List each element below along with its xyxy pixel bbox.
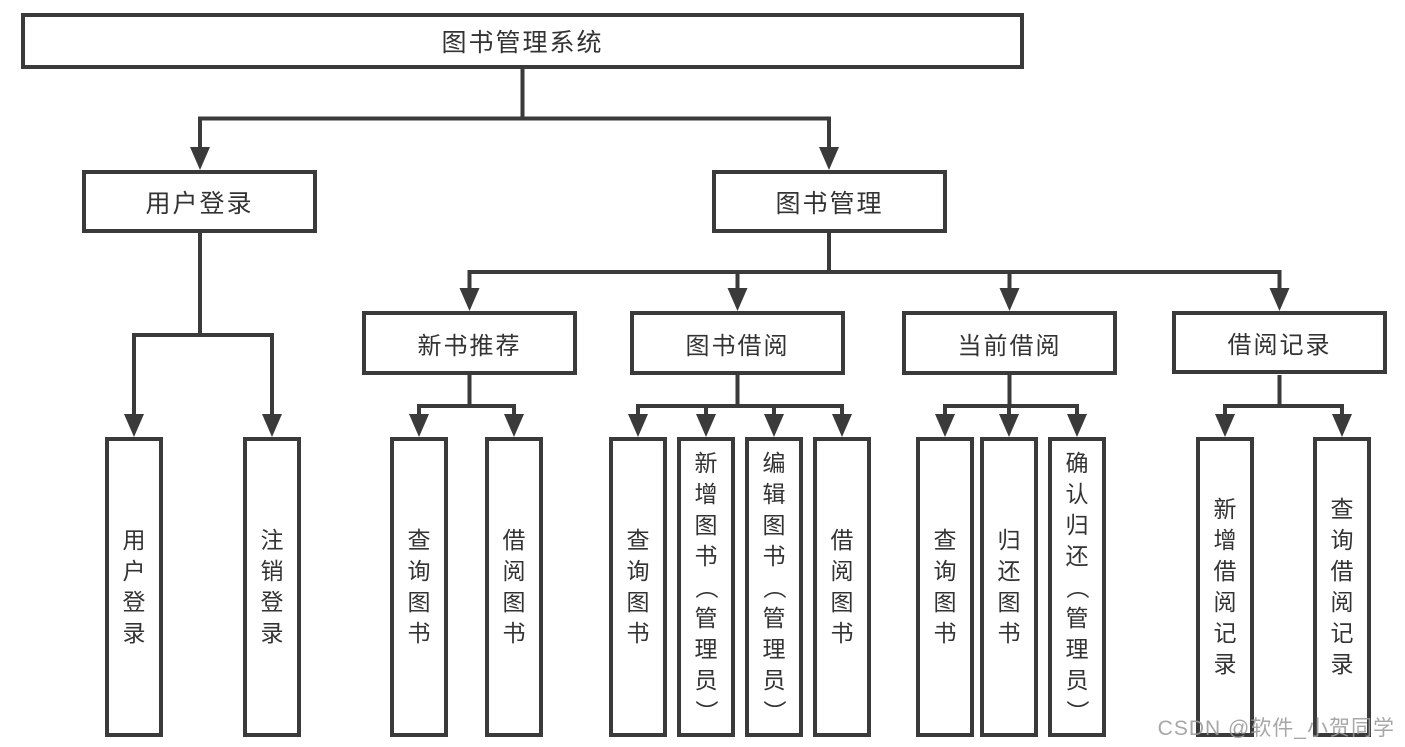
- arrowheads: [124, 147, 1352, 437]
- leaf-add-books-admin: 新增图书（管理员）: [677, 437, 735, 737]
- node-new-book-recommend: 新书推荐: [362, 311, 577, 375]
- leaf-return-books: 归还图书: [980, 437, 1038, 737]
- leaf-confirm-return-admin: 确认归还（管理员）: [1048, 437, 1106, 737]
- leaf-query-borrow-record: 查询借阅记录: [1313, 437, 1371, 737]
- leaf-logout: 注销登录: [243, 437, 301, 737]
- node-library-management-system: 图书管理系统: [21, 13, 1024, 69]
- node-book-management: 图书管理: [712, 170, 947, 233]
- node-borrow-records: 借阅记录: [1172, 311, 1387, 374]
- leaf-borrow-books: 借阅图书: [813, 437, 871, 737]
- leaf-edit-books-admin: 编辑图书（管理员）: [745, 437, 803, 737]
- csdn-watermark: CSDN @软件_小贺同学: [1157, 717, 1395, 740]
- leaf-query-books-current: 查询图书: [916, 437, 974, 737]
- node-user-login: 用户登录: [82, 170, 317, 233]
- leaf-borrow-books-recommend: 借阅图书: [485, 437, 543, 737]
- leaf-user-login: 用户登录: [105, 437, 163, 737]
- node-book-borrow: 图书借阅: [630, 311, 845, 375]
- leaf-query-books-recommend: 查询图书: [390, 437, 448, 737]
- leaf-query-books-borrow: 查询图书: [609, 437, 667, 737]
- leaf-add-borrow-record: 新增借阅记录: [1196, 437, 1254, 737]
- node-current-borrow: 当前借阅: [902, 311, 1117, 375]
